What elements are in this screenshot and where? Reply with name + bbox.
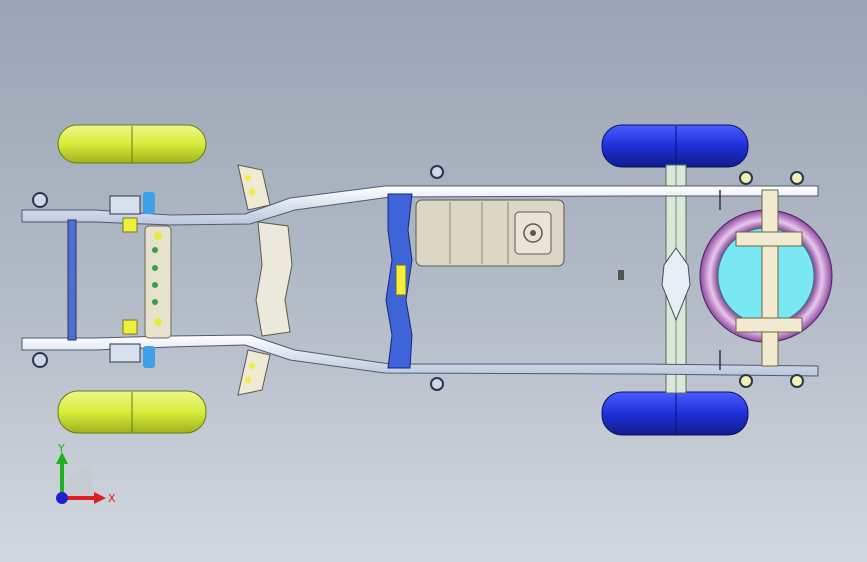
- rear-left-wheel[interactable]: [601, 124, 749, 168]
- y-axis-label: Y: [57, 442, 65, 455]
- rear-crossmember[interactable]: [735, 189, 803, 367]
- rear-right-wheel[interactable]: [601, 391, 749, 436]
- coordinate-triad: Y X: [56, 442, 116, 505]
- front-crossmember[interactable]: [67, 219, 172, 341]
- x-axis-label: X: [108, 492, 116, 505]
- front-left-wheel[interactable]: [57, 124, 207, 164]
- z-axis-dot: [56, 492, 68, 504]
- front-left-bracket[interactable]: [32, 192, 155, 368]
- fuel-tank[interactable]: [415, 199, 565, 267]
- differential[interactable]: [618, 190, 721, 370]
- right-frame-rail[interactable]: [21, 334, 819, 377]
- left-frame-rail[interactable]: [21, 185, 819, 226]
- transmission-crossmember[interactable]: [385, 193, 413, 369]
- body-mounts: [430, 165, 804, 391]
- engine-mount-crossmember[interactable]: [237, 164, 293, 396]
- front-right-wheel[interactable]: [57, 390, 207, 434]
